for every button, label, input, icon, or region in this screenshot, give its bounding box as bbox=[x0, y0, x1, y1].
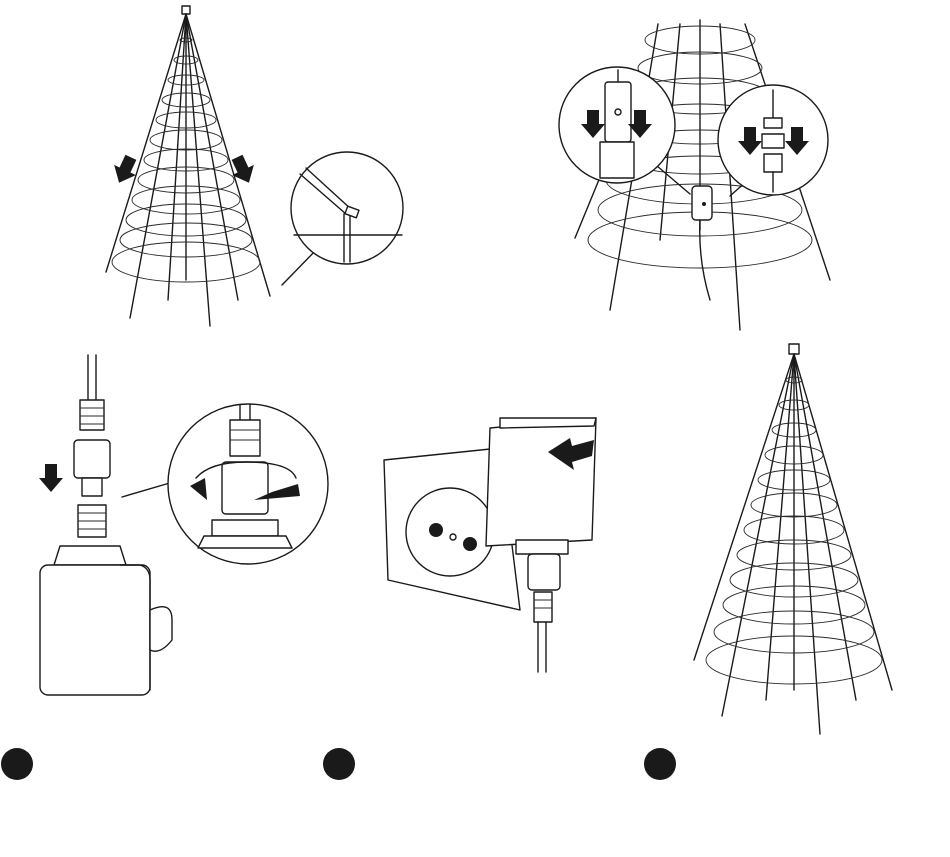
arrow-down-icon bbox=[108, 152, 142, 188]
arrow-down-icon bbox=[39, 464, 63, 492]
panel-tree-base bbox=[106, 6, 403, 326]
panel-connect-adapter bbox=[39, 355, 328, 695]
tree-icon bbox=[694, 344, 892, 734]
arrow-down-icon bbox=[226, 152, 260, 188]
step-marker-3 bbox=[644, 748, 676, 780]
panel-plug-in bbox=[384, 418, 596, 672]
cable-connector-icon bbox=[559, 67, 690, 194]
cable-connector-icon bbox=[718, 85, 828, 196]
step-marker-2 bbox=[323, 748, 355, 780]
magnifier-pole-icon bbox=[282, 152, 403, 285]
rotate-arrow-icon bbox=[122, 404, 328, 564]
step-marker-1 bbox=[1, 748, 33, 780]
power-adapter-icon bbox=[40, 546, 172, 695]
panel-connect-cables bbox=[559, 20, 830, 330]
step-markers bbox=[1, 748, 676, 780]
plug-connector-icon bbox=[74, 355, 110, 537]
panel-finished-tree bbox=[694, 344, 892, 734]
